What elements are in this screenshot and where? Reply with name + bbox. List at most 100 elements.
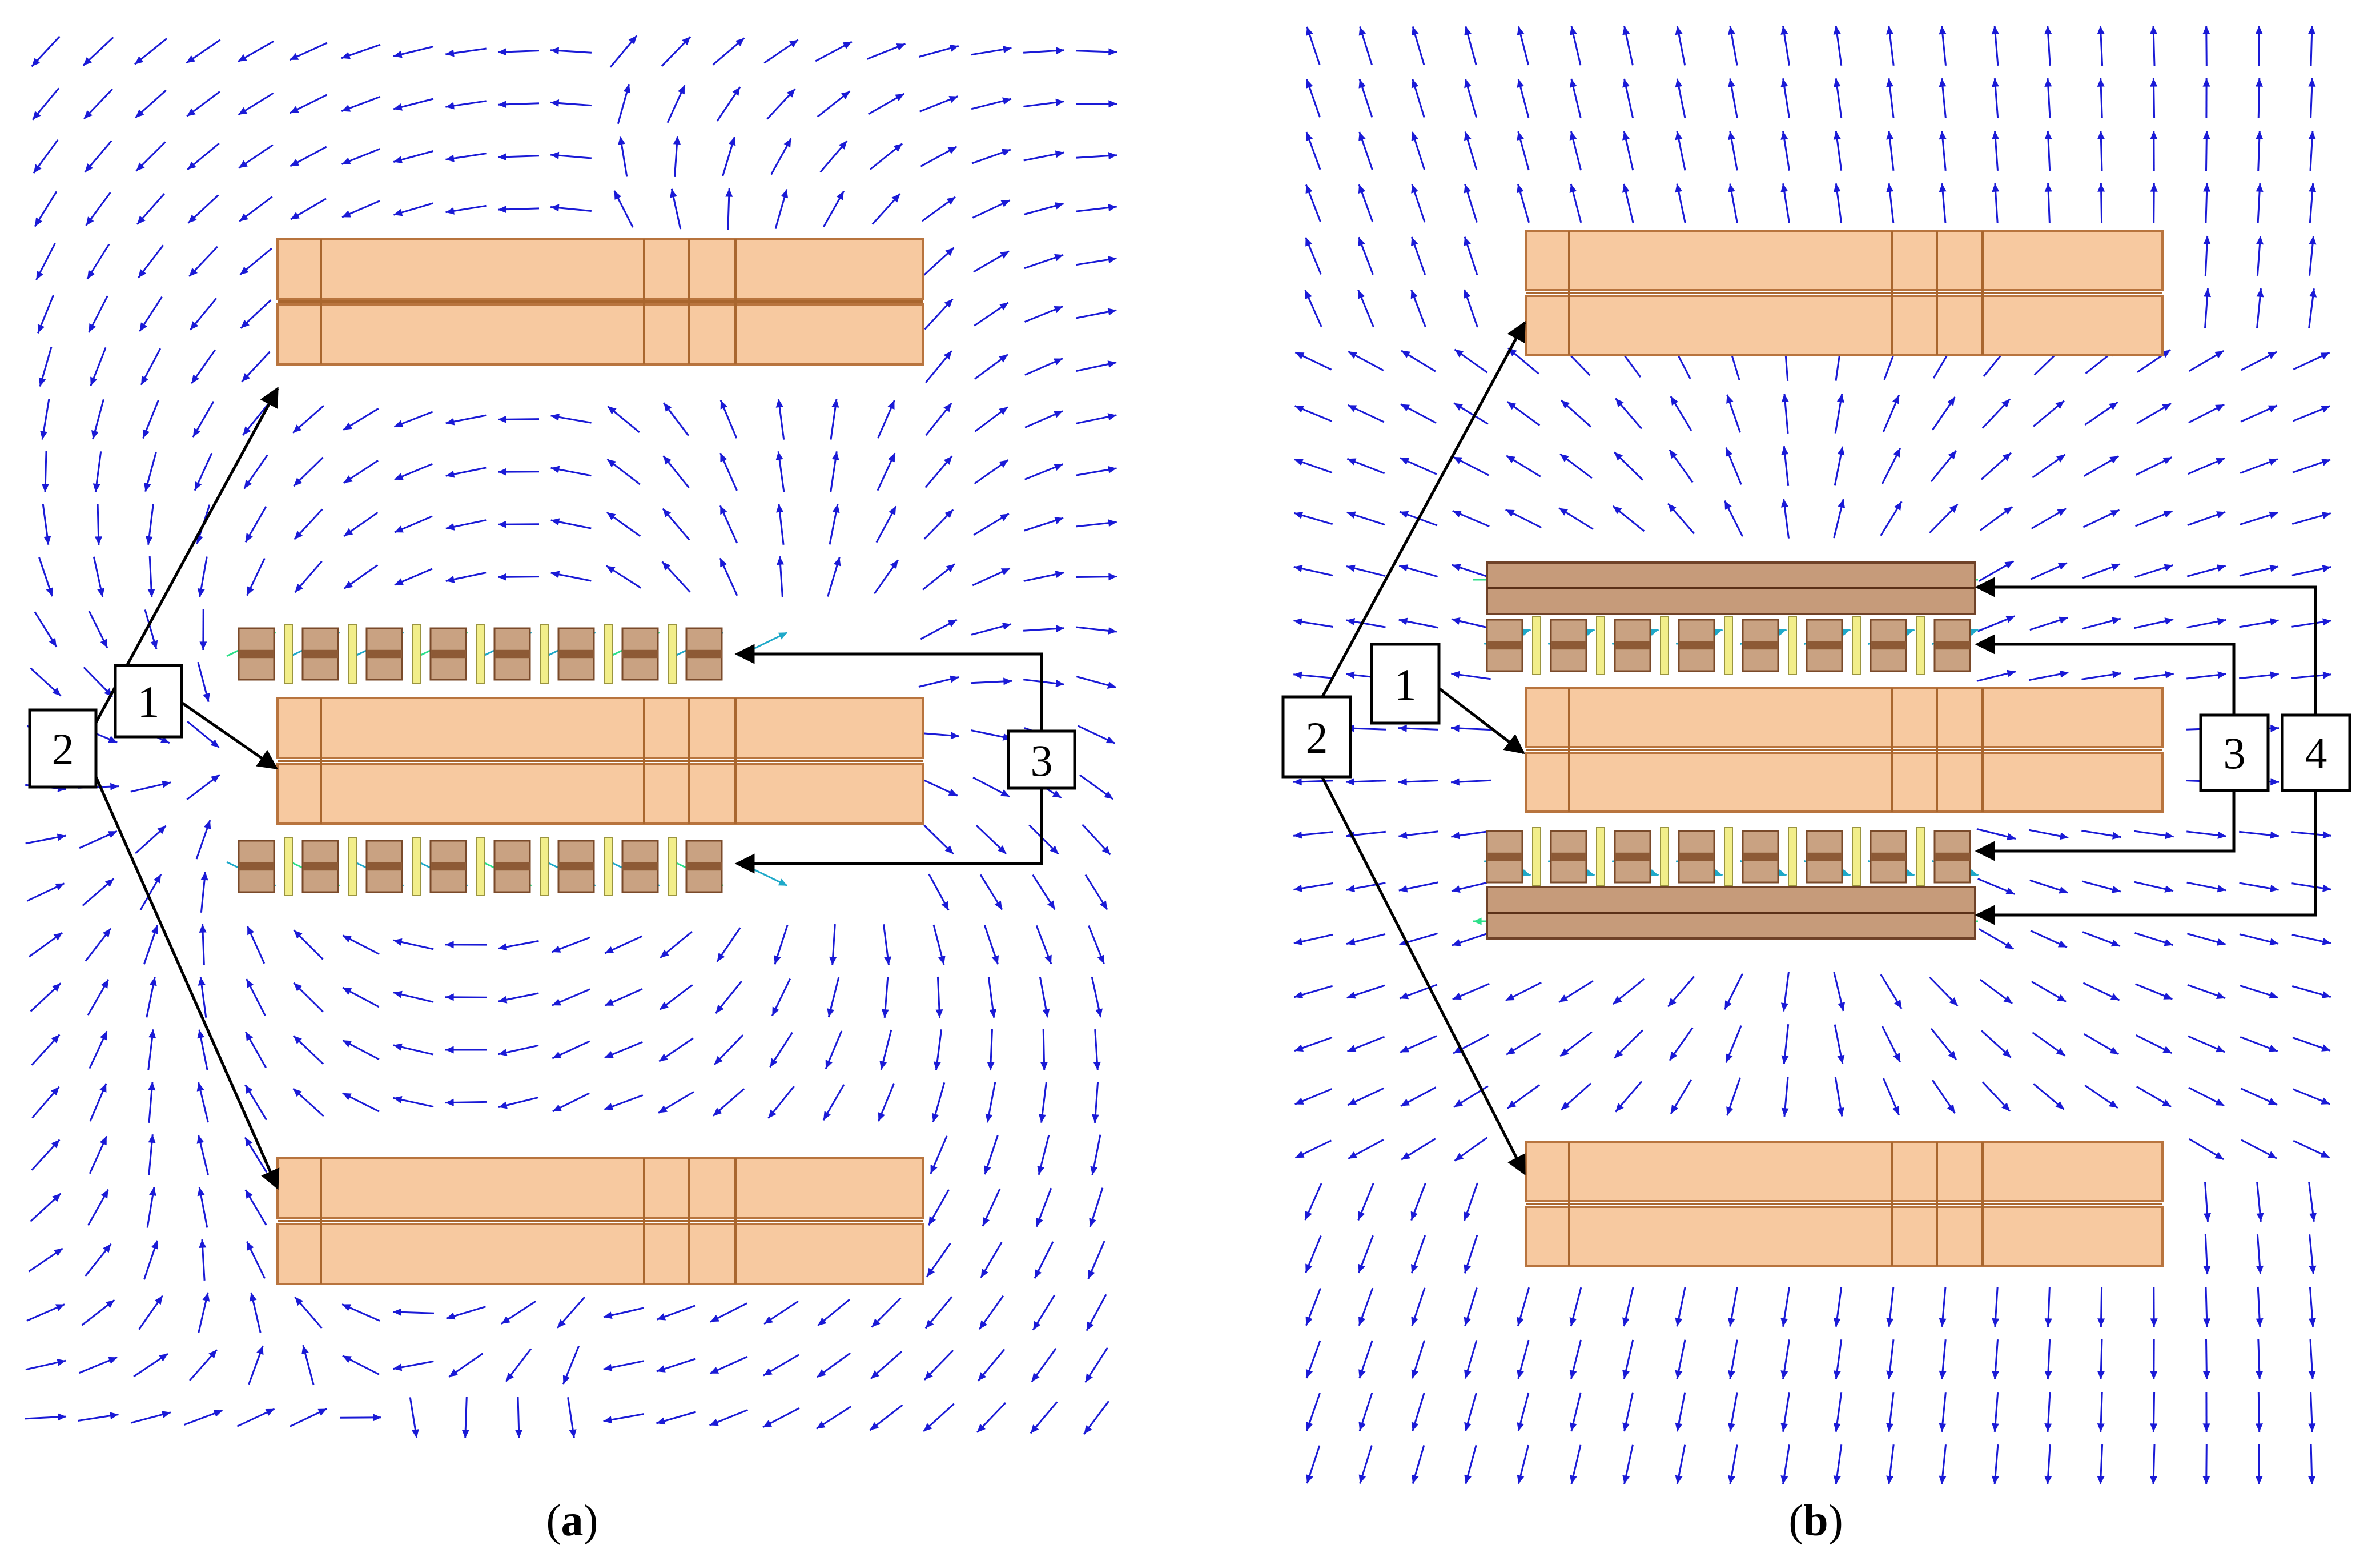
permanent-magnet [1852,827,1861,886]
field-vector [1076,413,1117,424]
field-vector [89,1083,107,1122]
field-vector [1780,1444,1790,1484]
field-vector [1293,618,1333,628]
field-vector [2097,183,2105,224]
field-vector [983,925,999,965]
field-vector [618,136,628,177]
field-vector [1930,1028,1957,1061]
iron-block-bottom [1525,1141,2164,1267]
field-vector [2291,671,2332,679]
field-vector [1294,405,1332,422]
permanent-magnet [1532,827,1541,886]
field-vector [2044,1286,2052,1327]
svg-text:1: 1 [1394,660,1417,709]
field-vector [661,561,691,593]
field-vector [246,978,266,1016]
field-vector [1780,26,1790,66]
field-vector [1346,882,1386,893]
field-vector [1780,78,1790,118]
permanent-magnet [1788,616,1797,675]
field-vector [341,95,381,113]
field-vector [2239,830,2279,839]
field-vector [246,925,266,964]
field-vector [293,929,324,960]
field-vector [1991,25,1999,66]
field-vector [2136,1086,2172,1107]
field-vector [550,99,592,107]
field-vector [1346,1036,1385,1053]
field-vector [926,1242,951,1278]
field-vector [2203,1234,2211,1275]
svg-text:2: 2 [52,724,74,774]
field-vector [246,557,266,596]
field-vector [825,1030,843,1069]
field-vector [1452,982,1490,1001]
field-vector [712,37,745,66]
field-vector [393,1096,434,1108]
field-vector [1410,289,1426,328]
field-vector [974,354,1008,380]
field-vector [606,458,641,485]
field-vector [1024,254,1064,270]
field-vector [2308,1391,2316,1432]
tooth-band [1935,641,1970,650]
field-vector [2134,617,2174,629]
field-vector [1293,831,1333,839]
field-vector [293,982,324,1013]
field-vector [1294,1088,1332,1105]
field-vector [1622,1339,1634,1379]
field-vector [1023,98,1064,107]
field-vector [1076,676,1117,689]
tooth-band [1871,852,1906,861]
field-vector [2256,183,2264,223]
field-vector [2030,930,2068,948]
field-vector [239,247,272,276]
field-vector [130,780,171,793]
field-vector [763,39,799,64]
field-vector [928,873,950,911]
permanent-magnet [348,837,357,896]
field-vector [1675,1392,1686,1432]
field-vector [562,1346,580,1385]
field-vector [196,1082,209,1123]
field-vector [1410,236,1426,275]
field-vector [83,667,114,697]
field-vector [2239,564,2279,577]
field-vector [2150,130,2158,171]
field-vector [975,825,1007,854]
field-vector [248,1345,264,1385]
tooth-band [686,862,722,871]
field-vector [1358,79,1373,118]
field-vector [2044,26,2052,66]
field-vector [2134,830,2174,840]
field-vector [1398,724,1439,732]
field-vector [2136,403,2172,424]
field-vector [187,720,220,749]
callout-label-2: 2 [1281,695,1352,779]
field-vector [710,1302,747,1323]
field-vector [1505,508,1542,529]
field-vector [1023,202,1064,215]
field-vector [777,556,785,598]
field-vector [1464,26,1477,66]
field-vector [2031,981,2067,1002]
tooth-band [495,649,530,659]
field-vector [918,732,960,740]
field-vector [977,1349,1006,1382]
field-vector [1992,1287,2000,1327]
field-vector [925,402,952,436]
field-vector [498,940,539,951]
field-vector [713,1088,745,1117]
field-vector [445,1098,487,1106]
field-vector [1357,1183,1374,1221]
tooth-band [1487,852,1522,861]
field-vector [2255,25,2263,66]
field-vector [1981,1030,2012,1058]
field-vector [1453,402,1489,425]
field-vector [35,243,56,280]
tooth-band [1871,641,1906,650]
field-vector [2292,1037,2331,1052]
tooth-band [239,649,274,659]
field-vector [1886,26,1895,66]
field-vector [497,48,540,56]
